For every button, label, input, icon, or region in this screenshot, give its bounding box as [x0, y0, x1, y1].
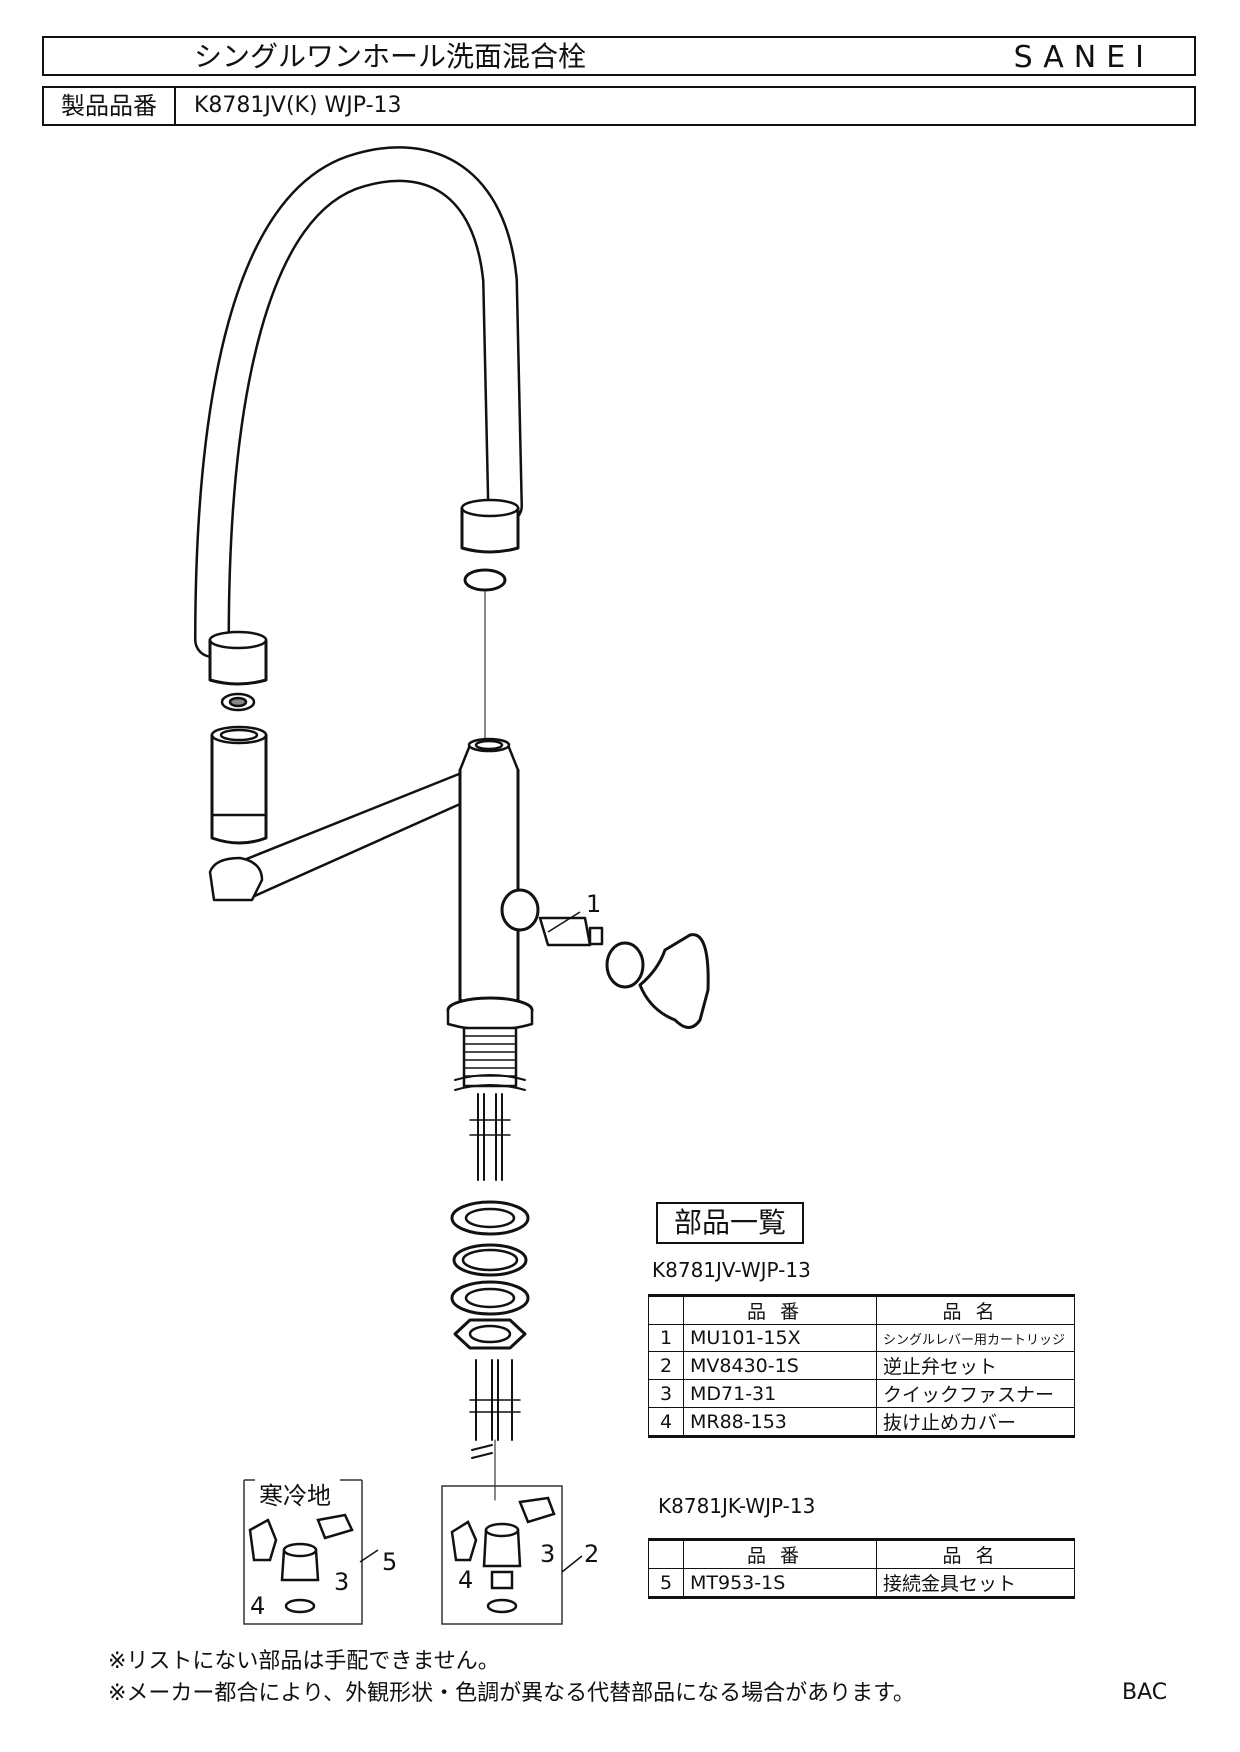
part-no: 1: [648, 1324, 684, 1352]
col-code: 品番: [683, 1295, 877, 1325]
note-line: ※リストにない部品は手配できません。: [108, 1649, 500, 1674]
col-code: 品番: [683, 1539, 877, 1569]
part-name: 接続金具セット: [876, 1568, 1075, 1599]
table-row: 4 MR88-153 抜け止めカバー: [648, 1407, 1075, 1438]
shower-head: [210, 733, 268, 845]
cold-fastener-icon: [316, 1513, 354, 1540]
callout-1: 1: [586, 890, 602, 918]
spout-hose: [194, 146, 523, 658]
table-header-row: 品番 品名: [648, 1295, 1075, 1325]
cap-ring: [605, 941, 645, 989]
callout-5: 5: [382, 1548, 398, 1576]
table1-caption: K8781JV-WJP-13: [652, 1258, 811, 1282]
part-name: 逆止弁セット: [876, 1351, 1075, 1380]
table-row: 3 MD71-31 クイックファスナー: [648, 1379, 1075, 1408]
part-code: MV8430-1S: [683, 1351, 877, 1380]
part-no: 4: [648, 1407, 684, 1438]
col-name: 品名: [876, 1539, 1075, 1569]
callout-3-cold: 3: [334, 1568, 350, 1596]
callout-4-kit: 4: [458, 1566, 474, 1594]
cold-region-label: 寒冷地: [255, 1476, 335, 1511]
part-no: 5: [648, 1568, 684, 1599]
table2-caption: K8781JK-WJP-13: [658, 1494, 816, 1518]
parts-table-2: 品番 品名 5 MT953-1S 接続金具セット: [648, 1538, 1075, 1599]
cold-cover-icon: [248, 1518, 278, 1562]
col-no: [648, 1295, 684, 1325]
product-number-box: 製品品番 K8781JV(K) WJP-13: [42, 86, 1196, 126]
parts-list-heading: 部品一覧: [656, 1202, 804, 1244]
product-title: シングルワンホール洗面混合栓: [194, 40, 587, 73]
callout-3-kit: 3: [540, 1540, 556, 1568]
table-row: 2 MV8430-1S 逆止弁セット: [648, 1351, 1075, 1380]
part-code: MD71-31: [683, 1379, 877, 1408]
part-code: MU101-15X: [683, 1324, 877, 1352]
footer-code: BAC: [1122, 1680, 1168, 1705]
table-row: 5 MT953-1S 接続金具セット: [648, 1568, 1075, 1599]
callout-2: 2: [584, 1540, 600, 1568]
table-row: 1 MU101-15X シングルレバー用カートリッジ: [648, 1324, 1075, 1352]
part-name: シングルレバー用カートリッジ: [876, 1324, 1075, 1352]
part-name: 抜け止めカバー: [876, 1407, 1075, 1438]
cold-region-box: [243, 1480, 363, 1625]
callout-4-cold: 4: [250, 1592, 266, 1620]
part-no: 2: [648, 1351, 684, 1380]
faucet-body: [458, 768, 520, 1007]
lever-handle: [638, 933, 710, 1029]
table-header-row: 品番 品名: [648, 1539, 1075, 1569]
supply-hoses: [477, 1093, 503, 1181]
o-ring: [463, 568, 507, 592]
kit-fastener-icon: [518, 1496, 556, 1524]
holder-hook: [208, 856, 264, 902]
part-code: MT953-1S: [683, 1568, 877, 1599]
lever-port: [500, 888, 540, 932]
part-no: 3: [648, 1379, 684, 1408]
notes: ※リストにない部品は手配できません。 ※メーカー都合により、外観形状・色調が異な…: [108, 1646, 915, 1710]
part-name: クイックファスナー: [876, 1379, 1075, 1408]
title-box: シングルワンホール洗面混合栓 SANEI: [42, 36, 1196, 76]
standard-kit-box: [441, 1485, 563, 1625]
product-number-label: 製品品番: [44, 88, 176, 124]
brand-logo: SANEI: [1013, 40, 1154, 75]
col-name: 品名: [876, 1295, 1075, 1325]
part-code: MR88-153: [683, 1407, 877, 1438]
parts-table-1: 品番 品名 1 MU101-15X シングルレバー用カートリッジ 2 MV843…: [648, 1294, 1075, 1438]
kit-cover-icon: [450, 1520, 478, 1562]
col-no: [648, 1539, 684, 1569]
note-line: ※メーカー都合により、外観形状・色調が異なる代替部品になる場合があります。: [108, 1681, 915, 1706]
product-number-value: K8781JV(K) WJP-13: [194, 93, 402, 118]
